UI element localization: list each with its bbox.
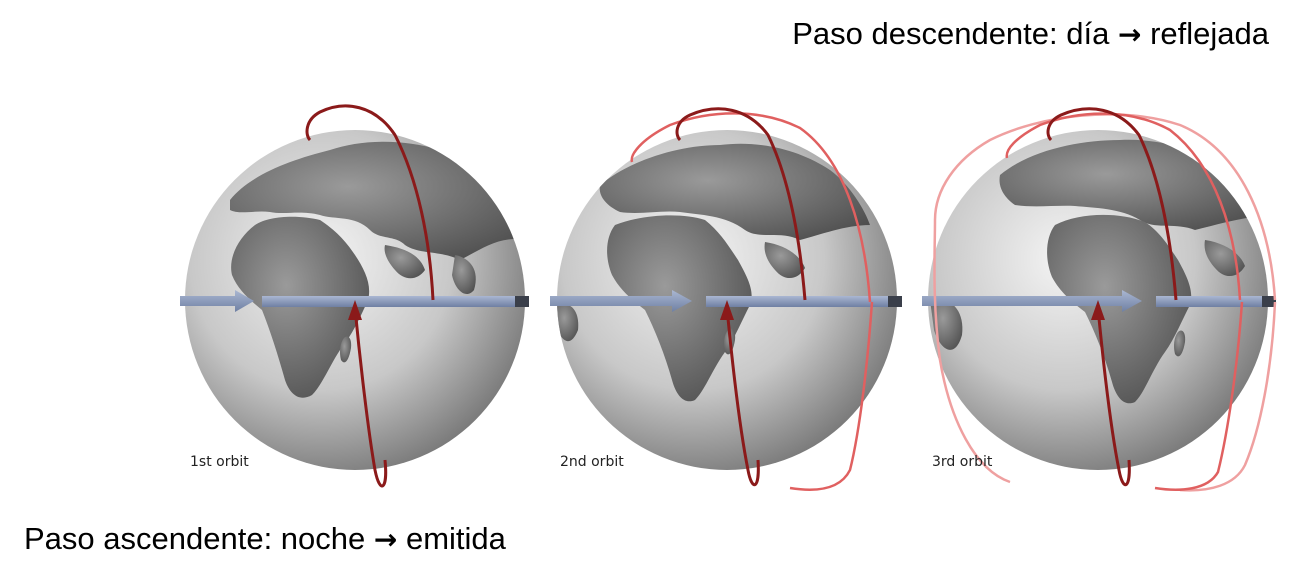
rotation-arrow-2 [550,290,692,312]
rotation-arrow-3 [922,290,1142,312]
orbit-label-2: 2nd orbit [560,454,624,470]
landmasses-2 [557,143,870,402]
orbit-path-3-previous [1005,112,1244,491]
ascending-pass-text: Paso ascendente: noche [24,521,366,556]
orbit-panel-3: 3rd orbit [922,107,1277,492]
orbit-path-1 [305,104,435,488]
descending-pass-text: Paso descendente: día [792,16,1110,51]
right-arrow-icon: → [373,523,398,556]
descending-pass-caption: Paso descendente: día → reflejada [792,16,1269,52]
orbit-path-2 [675,107,807,486]
orbit-label-3: 3rd orbit [932,454,993,470]
equator-band-3 [1156,296,1268,307]
equator-band-1 [262,296,520,307]
right-arrow-icon: → [1117,18,1142,51]
ascending-pass-caption: Paso ascendente: noche → emitida [24,521,506,557]
orbit-path-3 [1046,107,1178,486]
orbit-panel-2: 2nd orbit [550,107,902,491]
rotation-arrow-1 [180,290,254,312]
landmasses-1 [230,141,525,398]
ascending-pass-result: emitida [405,521,506,556]
orbit-label-1: 1st orbit [190,454,249,470]
equator-band-2 [706,296,892,307]
landmasses-3 [930,139,1266,404]
orbit-panel-1: 1st orbit [180,104,529,488]
descending-pass-result: reflejada [1150,16,1269,51]
orbit-path-3-oldest [933,113,1277,492]
orbit-path-2-previous [630,112,874,491]
